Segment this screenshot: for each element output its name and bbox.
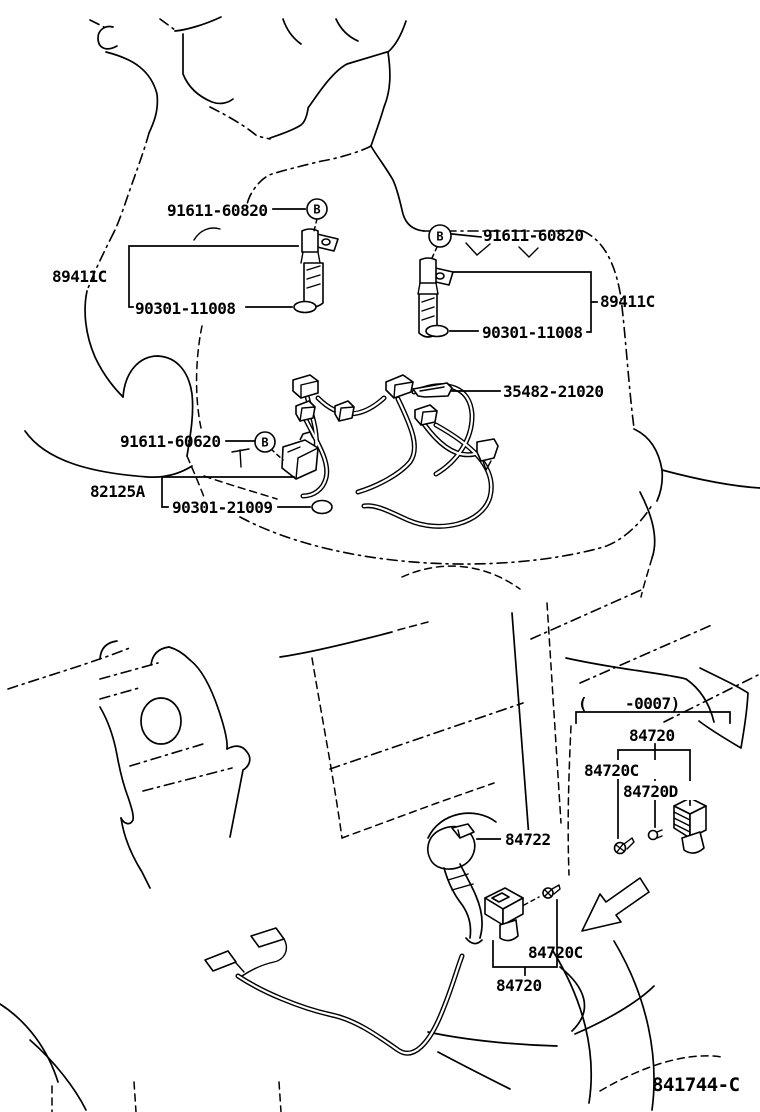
label-backgrounds [501, 760, 696, 849]
diagram-code: 841744-C [652, 1074, 740, 1096]
engine-outline [24, 16, 760, 598]
label-left-sensor-part: 89411C [52, 267, 107, 286]
marker-letter: B [261, 436, 268, 450]
screw-dash-leader [523, 896, 540, 906]
callout-lines [128, 208, 731, 976]
marker-b-top-right: B [428, 224, 452, 248]
harness-stay [412, 382, 453, 398]
oring-right-glyph [425, 324, 449, 338]
label-switch-bottom: 84720 [496, 976, 542, 995]
screw-84720C-bottom-glyph [542, 884, 561, 899]
label-range-close: -0007) [625, 694, 680, 713]
part-labels: 91611-60820 91611-60820 89411C 90301-110… [52, 201, 740, 1096]
marker-b-top-left: B [306, 198, 328, 220]
label-left-sensor-bolt: 91611-60820 [167, 201, 267, 220]
dashboard-outline [0, 565, 760, 1112]
bulb-84720D-glyph [647, 829, 663, 841]
mid-sensor-glyph [281, 431, 319, 480]
label-switch-bulb: 84720D [623, 782, 678, 801]
shift-knob-button [451, 823, 475, 839]
switch-84720-bottom-glyph [484, 887, 524, 942]
label-mid-sensor-oring: 90301-21009 [172, 498, 272, 517]
label-switch-screw-bottom: 84720C [528, 943, 583, 962]
label-range-open: ( [578, 694, 587, 713]
label-right-sensor-part: 89411C [600, 292, 655, 311]
left-speed-sensor-glyph [300, 228, 339, 308]
location-arrow [581, 877, 650, 932]
label-switch-screw-top: 84720C [584, 761, 639, 780]
label-switch-assy: 84720 [629, 726, 675, 745]
harness-connectors [292, 374, 499, 472]
oring-left-glyph [293, 300, 317, 314]
label-harness: 35482-21020 [503, 382, 603, 401]
switch-84720-top-glyph [673, 797, 707, 854]
label-right-sensor-bolt: 91611-60820 [483, 226, 583, 245]
oring-mid-glyph [311, 499, 333, 515]
label-left-sensor-oring: 90301-11008 [135, 299, 235, 318]
marker-letter: B [313, 203, 320, 217]
label-right-sensor-oring: 90301-11008 [482, 323, 582, 342]
marker-letter: B [436, 230, 443, 244]
label-mid-sensor-bolt: 91611-60620 [120, 432, 220, 451]
right-speed-sensor-glyph [417, 257, 454, 338]
marker-b-mid: B [254, 431, 276, 453]
harness-glyph [281, 374, 499, 529]
bolt-mid-glyph [231, 448, 250, 468]
shift-lever-glyph [204, 812, 497, 1056]
label-mid-sensor-part: 82125A [90, 482, 146, 501]
label-shift-knob: 84722 [505, 830, 551, 849]
screw-84720C-top-glyph [613, 837, 635, 855]
